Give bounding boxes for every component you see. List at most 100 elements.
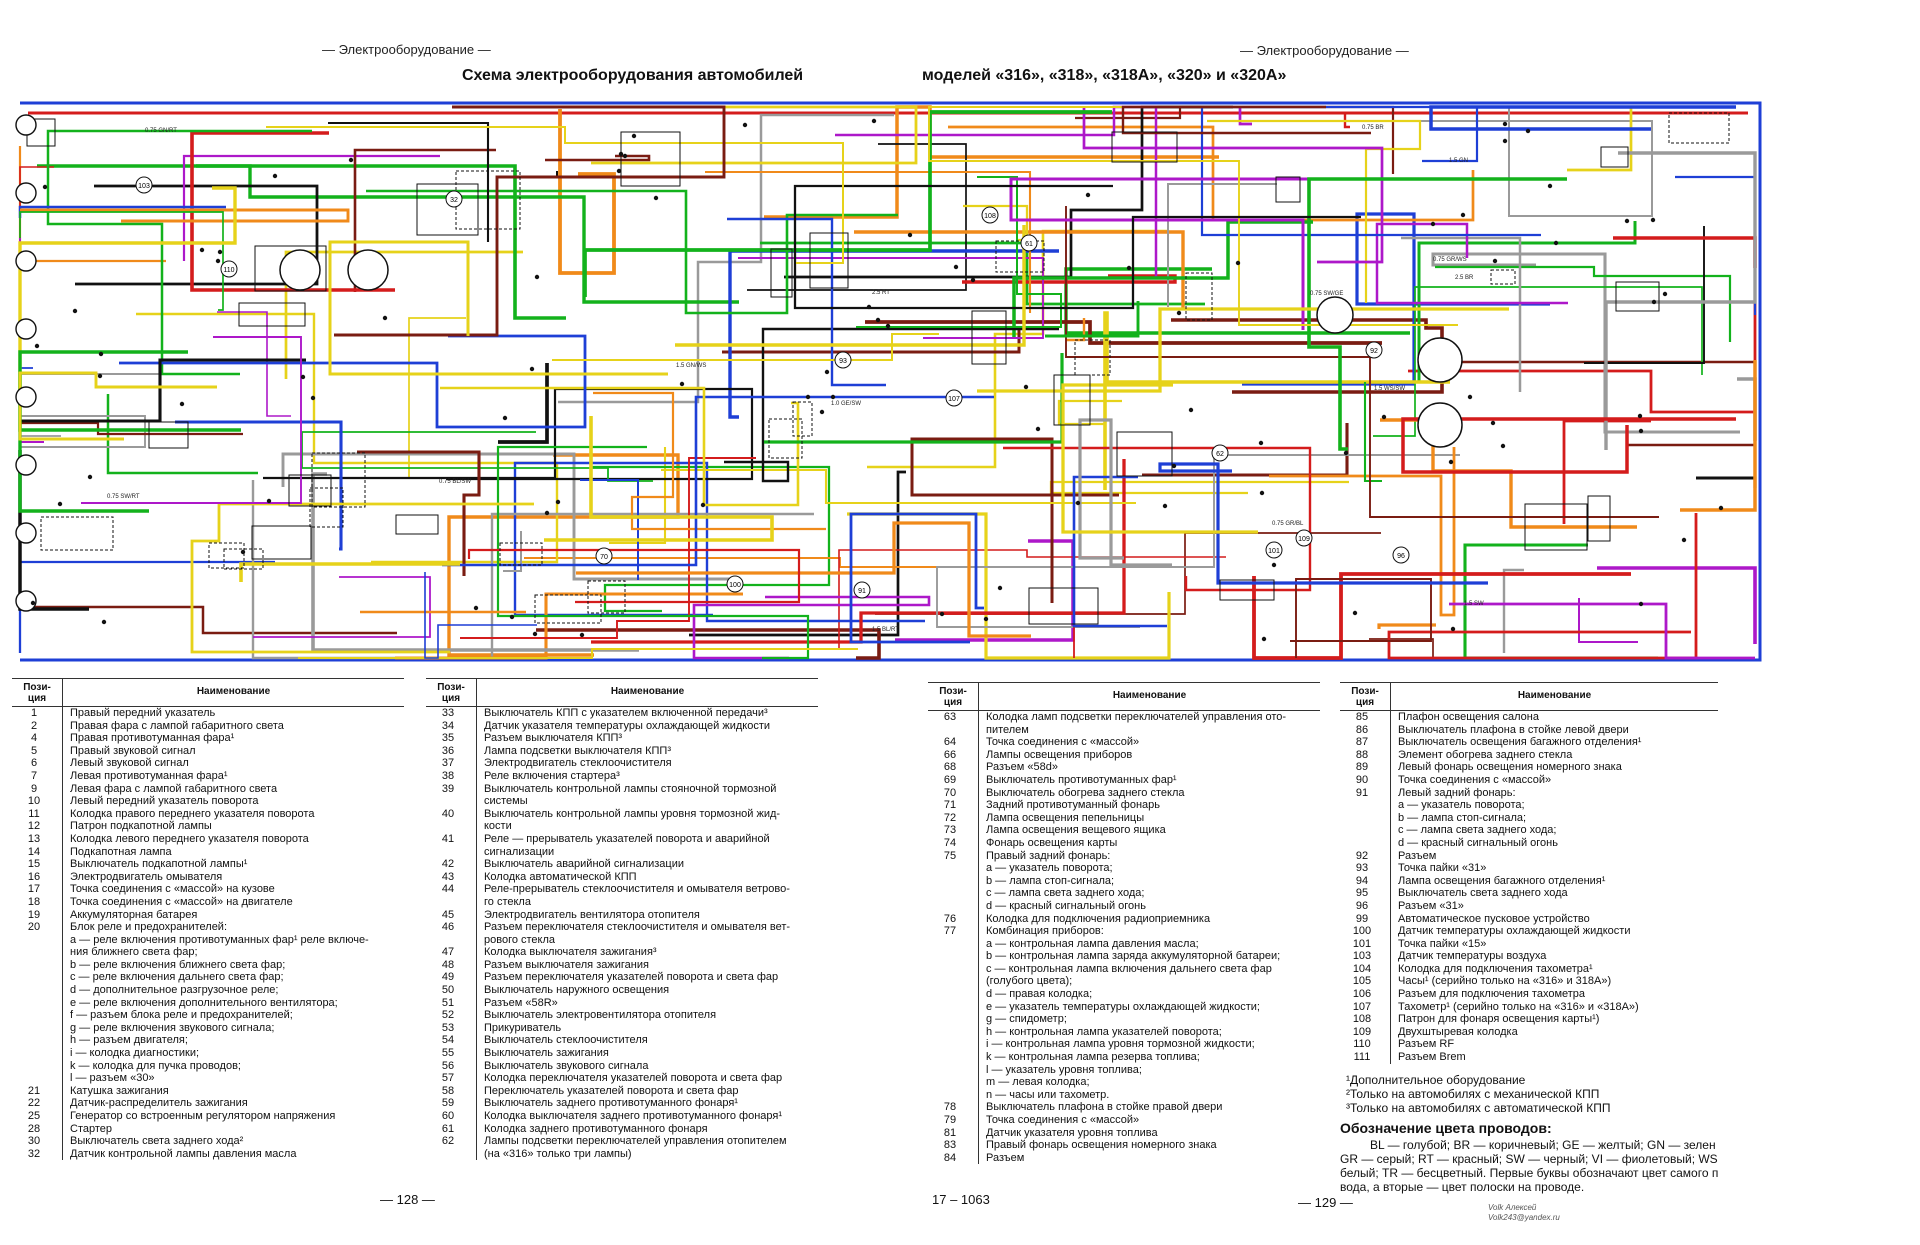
page-number-left: — 128 —	[380, 1192, 435, 1207]
row-name: Лампа подсветки выключателя КПП³	[484, 744, 672, 757]
wire	[928, 106, 1458, 326]
junction-dot	[875, 317, 881, 323]
row-name: Правый передний указатель	[70, 707, 216, 719]
footnote-2: ²Только на автомобилях с механической КП…	[1346, 1087, 1600, 1101]
position-callout	[981, 206, 999, 224]
table-row: сигнализации	[426, 846, 818, 859]
junction-dot	[544, 510, 550, 516]
table-row: рового стекла	[426, 934, 818, 947]
wire	[1562, 419, 1651, 524]
row-name: Выключатель подкапотной лампы¹	[70, 858, 248, 871]
row-position: 19	[27, 908, 41, 921]
junction-dot	[997, 585, 1003, 591]
row-name: Разъем переключателя указателей поворота…	[484, 971, 779, 984]
row-name: Переключатель указателей поворота и свет…	[484, 1084, 739, 1097]
row-position: 72	[943, 811, 957, 824]
table-row: (голубого цвета);	[928, 975, 1320, 988]
table-row: d — правая колодка;	[928, 988, 1320, 1001]
gauge	[279, 249, 321, 291]
row-position: 86	[1355, 723, 1369, 736]
header-name: Наименование	[1517, 690, 1592, 702]
junction-dot	[616, 168, 622, 174]
wire	[328, 240, 668, 376]
wire	[722, 330, 1021, 354]
section-header-right: — Электрооборудование —	[1240, 43, 1409, 58]
junction-dot	[1258, 440, 1264, 446]
row-name: сигнализации	[484, 845, 555, 858]
row-position: 12	[27, 820, 41, 833]
component-box	[1219, 579, 1275, 601]
row-position: 91	[1355, 786, 1369, 799]
row-position: 60	[441, 1110, 455, 1122]
table-row: h — контрольная лампа указателей поворот…	[928, 1026, 1320, 1039]
signature-email: Volk243@yandex.ru	[1488, 1213, 1560, 1222]
row-position: 22	[27, 1097, 41, 1110]
row-position: 47	[441, 946, 455, 959]
row-position	[928, 862, 972, 875]
row-position	[928, 988, 972, 1001]
wire	[19, 367, 33, 385]
row-name: Выключатель контрольной лампы стояночной…	[484, 782, 777, 795]
wire	[1680, 360, 1757, 512]
table-row: c — лампа света заднего хода;	[1340, 824, 1718, 837]
row-name: Левый звуковой сигнал	[70, 757, 189, 770]
junction-dot	[1553, 240, 1559, 246]
row-position	[928, 963, 972, 976]
row-position: 84	[943, 1151, 957, 1164]
component-box	[1116, 431, 1173, 477]
row-name: Левая противотуманная фара¹	[70, 769, 228, 782]
row-position: 62	[441, 1135, 455, 1148]
row-position: 37	[441, 757, 455, 770]
table-row: а — реле включения противотуманных фар¹ …	[12, 934, 404, 947]
junction-dot	[579, 632, 585, 638]
junction-dot	[1460, 212, 1466, 218]
junction-dot	[1502, 138, 1508, 144]
wire	[1675, 175, 1757, 315]
junction-dot	[1681, 537, 1687, 543]
row-position: 13	[27, 832, 41, 845]
wire	[1431, 252, 1740, 434]
row-name: g — спидометр;	[986, 1013, 1067, 1026]
wire	[1066, 318, 1086, 342]
table-row: g — спидометр;	[928, 1013, 1320, 1026]
row-position	[928, 975, 972, 988]
row-position	[12, 1034, 56, 1047]
component-box	[1600, 146, 1629, 168]
row-position: 5	[30, 744, 38, 757]
row-position: 49	[441, 971, 455, 984]
diagram-title-left: Схема электрооборудования автомобилей	[462, 67, 804, 84]
wire	[583, 110, 1112, 297]
row-position: 1	[30, 707, 38, 719]
row-position: 111	[1353, 1051, 1371, 1064]
row-name: Точка пайки «15»	[1398, 937, 1487, 950]
row-name: Блок реле и предохранителей:	[70, 921, 228, 934]
junction-dot	[1188, 407, 1194, 413]
component-box	[1490, 269, 1516, 285]
row-position	[1340, 837, 1384, 850]
row-name: а — реле включения противотуманных фар¹ …	[70, 933, 369, 946]
wire	[558, 109, 616, 275]
junction-dot	[1271, 562, 1277, 568]
component-box	[148, 421, 189, 449]
row-name: Датчик контрольной лампы давления масла	[70, 1147, 297, 1160]
row-name: Правый звуковой сигнал	[70, 744, 196, 757]
wire	[1387, 513, 1698, 660]
wire	[1343, 113, 1350, 129]
component-box	[251, 525, 312, 560]
